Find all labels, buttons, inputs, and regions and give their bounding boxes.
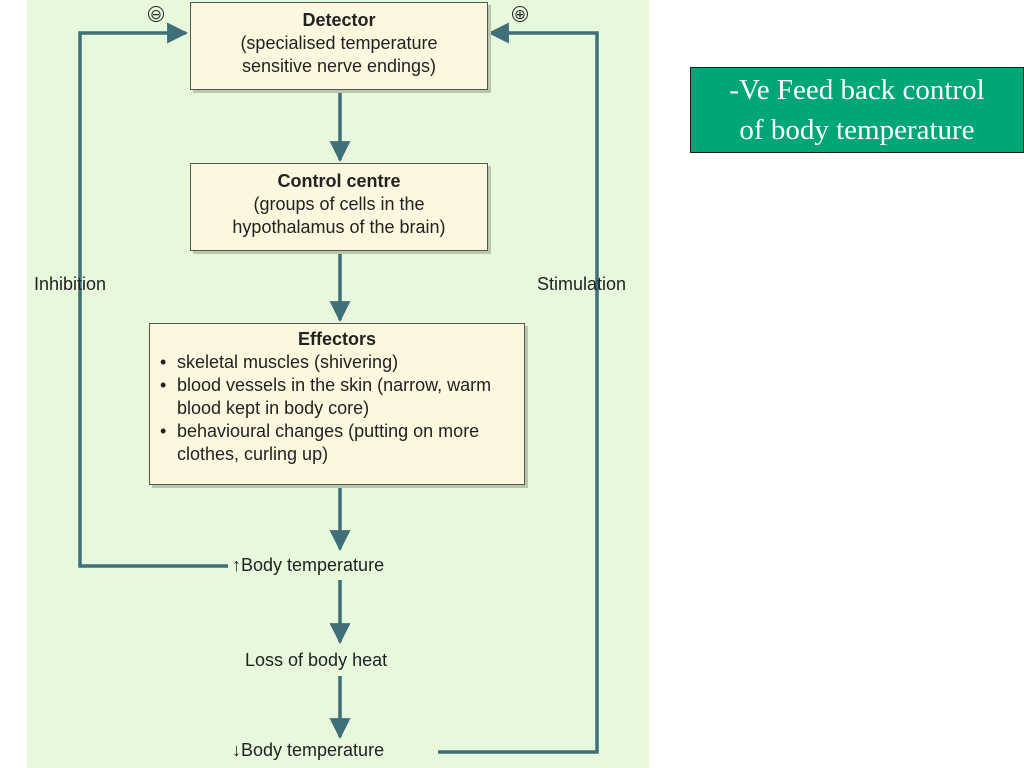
stimulation-loop [438, 22, 599, 754]
slide-title-box: -Ve Feed back control of body temperatur… [690, 67, 1024, 153]
detector-box: Detector (specialised temperature sensit… [190, 2, 488, 90]
effectors-title: Effectors [297, 329, 377, 349]
detector-title: Detector [302, 10, 376, 30]
control-centre-title: Control centre [277, 171, 401, 191]
effector-item: blood vessels in the skin (narrow, warm … [160, 374, 516, 420]
minus-sign-icon: ⊖ [148, 6, 164, 22]
effector-item: skeletal muscles (shivering) [160, 351, 516, 374]
detector-line-1: (specialised temperature [240, 33, 438, 53]
control-centre-line-2: hypothalamus of the brain) [232, 217, 446, 237]
effector-item: behavioural changes (putting on more clo… [160, 420, 516, 466]
detector-line-2: sensitive nerve endings) [241, 56, 437, 76]
stimulation-label: Stimulation [537, 274, 627, 294]
effectors-list: skeletal muscles (shivering) blood vesse… [150, 351, 524, 466]
control-centre-box: Control centre (groups of cells in the h… [190, 163, 488, 251]
inhibition-loop [78, 22, 228, 568]
body-temperature-up-label: ↑Body temperature [232, 555, 387, 576]
plus-sign-icon: ⊕ [512, 6, 528, 22]
effectors-box: Effectors skeletal muscles (shivering) b… [149, 323, 525, 485]
slide-title-line-2: of body temperature [739, 114, 975, 146]
loss-of-body-heat-label: Loss of body heat [245, 650, 388, 670]
control-centre-line-1: (groups of cells in the [253, 194, 425, 214]
body-temperature-down-label: ↓Body temperature [232, 740, 387, 761]
slide-title-line-1: -Ve Feed back control [729, 74, 985, 106]
inhibition-label: Inhibition [34, 274, 107, 294]
